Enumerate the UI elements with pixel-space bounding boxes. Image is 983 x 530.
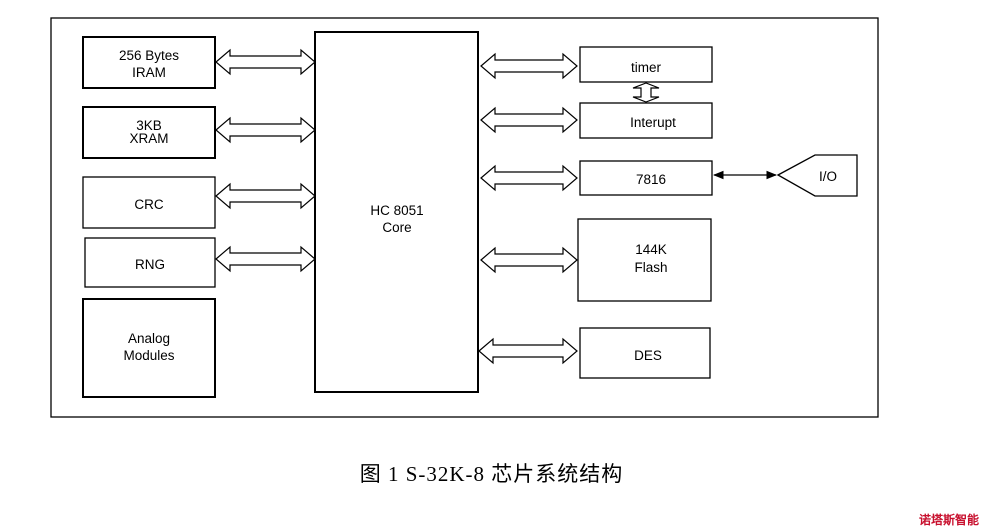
core-label-line2: Core [382, 220, 411, 235]
bus-arrow-timer-interupt [632, 82, 660, 103]
rng-block: RNG [84, 237, 216, 288]
bus-arrow-7816 [480, 164, 578, 192]
bus-arrow-des [478, 337, 578, 365]
flash-label-line1: 144K [635, 242, 667, 257]
iram-block: 256 Bytes IRAM [82, 36, 216, 89]
des-label: DES [634, 348, 662, 363]
analog-label-line2: Modules [123, 348, 174, 363]
crc-block: CRC [82, 176, 216, 229]
flash-label-line2: Flash [634, 260, 667, 275]
xram-label-line2: XRAM [129, 131, 168, 146]
analog-modules-block: Analog Modules [82, 298, 216, 398]
bus-arrow-interupt [480, 106, 578, 134]
bus-arrow-flash [480, 246, 578, 274]
crc-label: CRC [134, 197, 163, 212]
figure-caption: 图 1 S-32K-8 芯片系统结构 [359, 462, 624, 486]
io-label: I/O [819, 169, 837, 184]
iram-label-line2: IRAM [132, 65, 166, 80]
iso7816-label: 7816 [636, 172, 666, 187]
interupt-label: Interupt [630, 115, 676, 130]
watermark-logo: 诺塔斯智能 [918, 513, 979, 527]
core-label-line1: HC 8051 [370, 203, 423, 218]
bus-arrow-timer [480, 52, 578, 80]
core-block: HC 8051 Core [314, 31, 479, 393]
xram-label-line1: 3KB [136, 118, 162, 133]
block-diagram: 256 Bytes IRAM 3KB XRAM CRC RNG Analog M… [50, 17, 879, 418]
iram-label-line1: 256 Bytes [119, 48, 179, 63]
des-block: DES [579, 327, 711, 379]
timer-label: timer [631, 60, 662, 75]
bus-arrow-crc [215, 182, 316, 210]
bus-arrow-xram [215, 116, 316, 144]
xram-block: 3KB XRAM [82, 106, 216, 159]
analog-label-line1: Analog [128, 331, 170, 346]
io-port: I/O [776, 154, 858, 197]
rng-label: RNG [135, 257, 165, 272]
iso7816-block: 7816 [579, 160, 713, 196]
interupt-block: Interupt [579, 102, 713, 139]
timer-block: timer [579, 46, 713, 83]
flash-block: 144K Flash [577, 218, 712, 302]
bus-arrow-rng [215, 245, 316, 273]
bus-arrow-iram [215, 48, 316, 76]
system-frame [50, 17, 879, 418]
